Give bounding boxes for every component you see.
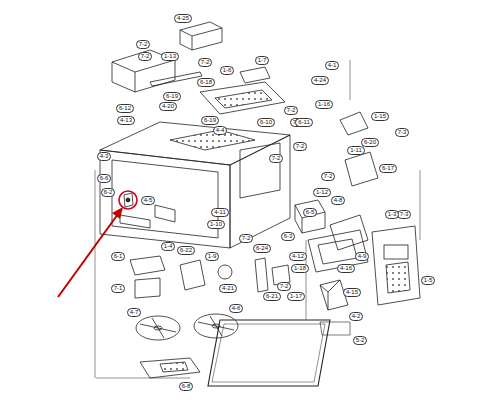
callout-number: 6-5 bbox=[303, 208, 318, 217]
callout-number: 7-2 bbox=[239, 234, 254, 243]
callout-number: 6-19 bbox=[201, 116, 219, 125]
callout-number: 6-18 bbox=[197, 78, 215, 87]
callout-number: 6-21 bbox=[263, 292, 281, 301]
callout-number: 4-20 bbox=[159, 102, 177, 111]
callout-number: 7-3 bbox=[395, 128, 410, 137]
callout-number: 1-4 bbox=[161, 242, 176, 251]
callout-number: 4-21 bbox=[219, 284, 237, 293]
callout-number: 6-19 bbox=[163, 92, 181, 101]
callout-number: 4-1 bbox=[325, 61, 340, 70]
callout-number: 7-2 bbox=[277, 282, 292, 291]
callout-number: 1-9 bbox=[205, 252, 220, 261]
callout-number: 1-15 bbox=[371, 112, 389, 121]
callout-number: 4-13 bbox=[117, 116, 135, 125]
callout-number: 1-12 bbox=[313, 188, 331, 197]
callout-number: 1-13 bbox=[161, 52, 179, 61]
callout-number: 6-17 bbox=[379, 164, 397, 173]
callout-number: 6-12 bbox=[116, 104, 134, 113]
callout-number: 7-2 bbox=[198, 58, 213, 67]
callout-number: 6-6 bbox=[97, 174, 112, 183]
callout-number: 7-1 bbox=[111, 284, 126, 293]
callout-number: 4-6 bbox=[229, 304, 244, 313]
callout-number: 4-12 bbox=[289, 252, 307, 261]
callout-number: 4-7 bbox=[127, 308, 142, 317]
callout-number: 5-2 bbox=[353, 336, 368, 345]
callout-number: 6-24 bbox=[253, 244, 271, 253]
callout-number: 7-2 bbox=[269, 154, 284, 163]
callout-number: 6-3 bbox=[281, 232, 296, 241]
callout-number: 7-2 bbox=[138, 52, 153, 61]
callout-number: 1-11 bbox=[347, 146, 365, 155]
callout-number: 4-3 bbox=[97, 152, 112, 161]
callout-number: 4-4 bbox=[213, 126, 228, 135]
callout-number: 1-17 bbox=[287, 292, 305, 301]
callout-number: 4-25 bbox=[174, 14, 192, 23]
callout-number: 6-20 bbox=[361, 138, 379, 147]
callout-number: 1-7 bbox=[255, 56, 270, 65]
callout-number: 7-2 bbox=[321, 172, 336, 181]
callout-number: 4-16 bbox=[337, 264, 355, 273]
callout-number: 7-2 bbox=[284, 106, 299, 115]
callout-number: 7-2 bbox=[293, 142, 308, 151]
callout-number: 4-11 bbox=[211, 208, 229, 217]
callout-number: 1-16 bbox=[315, 100, 333, 109]
callout-number: 4-24 bbox=[311, 76, 329, 85]
callout-number: 1-3 bbox=[385, 210, 400, 219]
callout-number: 4-5 bbox=[141, 196, 156, 205]
callout-number: 1-18 bbox=[291, 264, 309, 273]
callout-number: 6-22 bbox=[177, 246, 195, 255]
callout-number: 1-10 bbox=[207, 220, 225, 229]
callout-number: 4-8 bbox=[331, 196, 346, 205]
callout-number: 6-2 bbox=[101, 188, 116, 197]
callout-number: 4-15 bbox=[343, 288, 361, 297]
callout-number: 6-8 bbox=[179, 382, 194, 391]
callout-number: 6-11 bbox=[295, 118, 313, 127]
callout-number: 7-2 bbox=[136, 40, 151, 49]
callout-number: 1-5 bbox=[421, 276, 436, 285]
callout-number: 6-10 bbox=[257, 118, 275, 127]
callout-number: 4-9 bbox=[355, 252, 370, 261]
callout-number: 1-6 bbox=[220, 66, 235, 75]
callout-number: 6-1 bbox=[111, 252, 126, 261]
callout-number: 4-2 bbox=[349, 312, 364, 321]
